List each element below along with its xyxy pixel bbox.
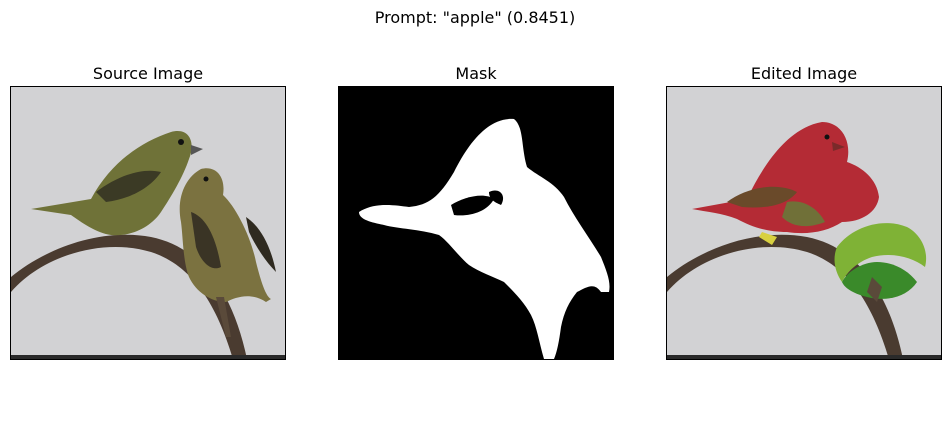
mask-title: Mask — [455, 64, 497, 83]
edited-panel: Edited Image — [666, 62, 942, 360]
source-title: Source Image — [92, 64, 204, 83]
source-image — [10, 86, 286, 360]
figure-suptitle: Prompt: "apple" (0.8451) — [374, 8, 576, 27]
edited-title: Edited Image — [750, 64, 858, 83]
mask-panel: Mask — [338, 62, 614, 360]
edited-image — [666, 86, 942, 360]
mask-image — [338, 86, 614, 360]
source-panel: Source Image — [10, 62, 286, 360]
